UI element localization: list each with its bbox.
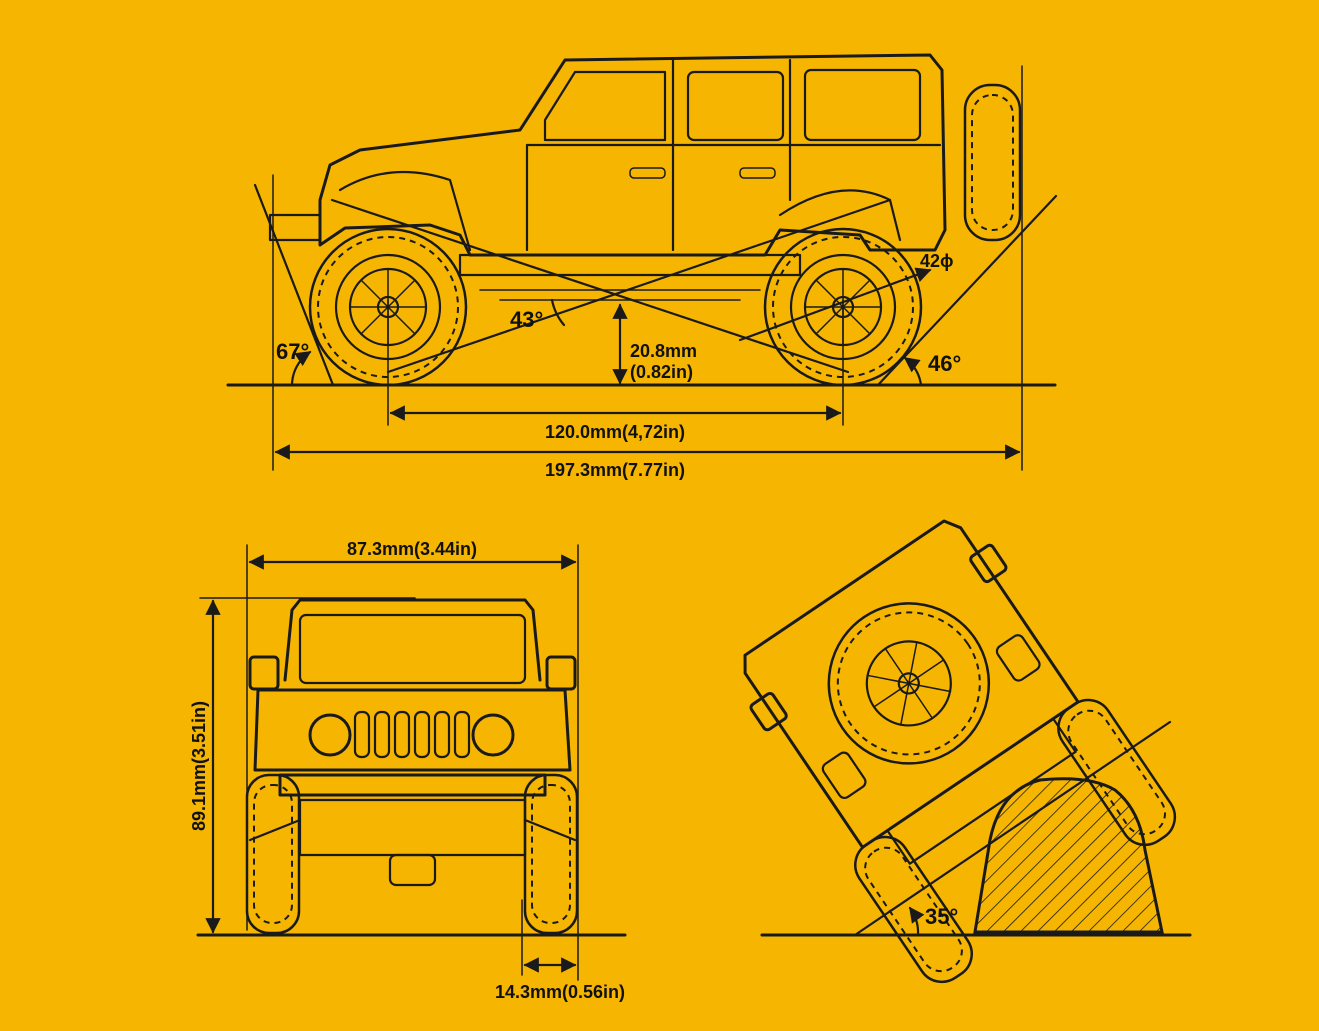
width-label: 87.3mm(3.44in) xyxy=(347,539,477,559)
breakover-line-front xyxy=(330,198,850,374)
tire-width-label: 14.3mm(0.56in) xyxy=(495,982,625,1002)
approach-angle-arc xyxy=(290,350,312,387)
ground-clearance-mm-label: 20.8mm xyxy=(630,341,697,361)
approach-angle-line xyxy=(253,183,335,387)
height-label: 89.1mm(3.51in) xyxy=(189,701,209,831)
departure-angle-line xyxy=(876,194,1058,387)
front-view: 87.3mm(3.44in) 89.1mm(3.51in) 14.3mm(0.5… xyxy=(189,539,627,1002)
wheelbase-label: 120.0mm(4,72in) xyxy=(545,422,685,442)
tire-diameter-line xyxy=(738,267,932,342)
climb-angle-arc xyxy=(908,906,925,937)
side-rear-wheel xyxy=(738,227,932,387)
side-view: 67° 46° 43° 42ϕ 20.8mm (0.82in) 120.0mm(… xyxy=(226,53,1058,480)
rock xyxy=(973,777,1164,934)
overall-length-label: 197.3mm(7.77in) xyxy=(545,460,685,480)
front-left-tire xyxy=(245,773,301,935)
breakover-line-rear xyxy=(386,198,892,374)
climb-angle-label: 35° xyxy=(925,904,958,929)
front-right-tire xyxy=(523,773,579,935)
climb-view: 35° xyxy=(743,519,1192,984)
breakover-angle-label: 43° xyxy=(510,307,543,332)
climb-spare-tire xyxy=(827,602,991,765)
climb-vehicle xyxy=(743,519,1177,984)
side-vehicle-body xyxy=(268,53,947,301)
side-front-wheel xyxy=(308,227,468,387)
breakover-angle-arc xyxy=(550,298,566,327)
ground-clearance-in-label: (0.82in) xyxy=(630,362,693,382)
departure-angle-arc xyxy=(903,356,923,387)
tire-diameter-label: 42ϕ xyxy=(920,251,954,271)
side-spare-tire xyxy=(963,83,1022,242)
departure-angle-label: 46° xyxy=(928,351,961,376)
front-vehicle-body xyxy=(248,598,577,887)
approach-angle-label: 67° xyxy=(276,339,309,364)
